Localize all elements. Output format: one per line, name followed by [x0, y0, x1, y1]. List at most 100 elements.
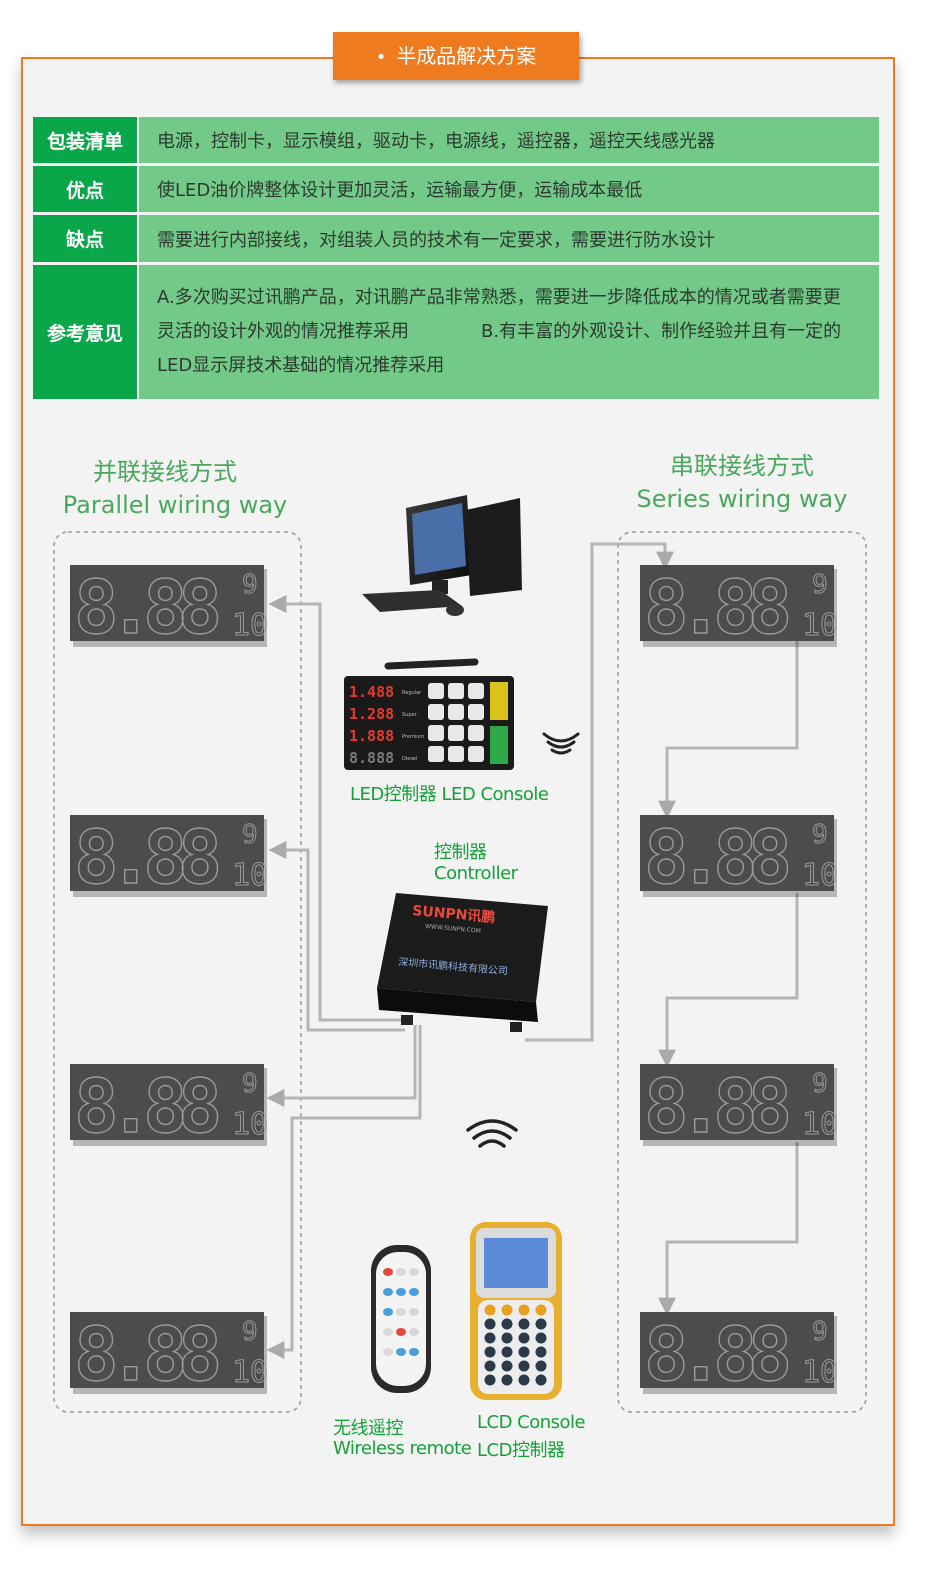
table-row: 缺点 需要进行内部接线，对组装人员的技术有一定要求，需要进行防水设计 [33, 215, 879, 262]
bullet-icon: • [375, 47, 387, 68]
controller-url: WWW.SUNPN.COM [425, 923, 481, 935]
row-label: 优点 [33, 166, 137, 212]
lcd-key [535, 1304, 547, 1316]
module-fraction-top: 9 [812, 570, 828, 600]
lcd-key [501, 1318, 513, 1330]
parallel-wires [266, 595, 422, 1359]
parallel-heading: 并联接线方式 Parallel wiring way [55, 452, 295, 519]
module-fraction-top: 9 [812, 820, 828, 850]
console-row-label: Super [402, 712, 418, 718]
lcd-key [484, 1332, 496, 1344]
remote-key [383, 1288, 393, 1296]
lcd-key [501, 1346, 513, 1358]
led-console-icon: 1.488 1.288 1.888 8.888 Regular Super Pr… [344, 658, 514, 770]
console-key [468, 725, 484, 741]
lcd-key [484, 1374, 496, 1386]
module-fraction-bottom: 10 [232, 858, 268, 893]
lcd-key [501, 1332, 513, 1344]
lcd-key [535, 1346, 547, 1358]
row-value: 需要进行内部接线，对组装人员的技术有一定要求，需要进行防水设计 [139, 215, 879, 262]
console-key [448, 746, 464, 762]
lcd-key [501, 1304, 513, 1316]
module-digits: 8.88 [74, 815, 218, 901]
lcd-label-zh: LCD控制器 [477, 1440, 565, 1461]
row-label: 参考意见 [33, 265, 137, 399]
row-value: 电源，控制卡，显示模组，驱动卡，电源线，遥控器，遥控天线感光器 [139, 117, 879, 163]
module-fraction-bottom: 10 [232, 1107, 268, 1142]
console-key [448, 725, 464, 741]
console-key [428, 704, 444, 720]
display-module: 8.88 9 10 [70, 814, 269, 902]
console-digit: 1.288 [349, 705, 394, 723]
lcd-key [501, 1360, 513, 1372]
module-fraction-bottom: 10 [802, 1355, 838, 1390]
console-key [468, 746, 484, 762]
remote-key [409, 1348, 419, 1356]
lcd-console-icon [470, 1222, 562, 1400]
computer-icon [362, 495, 522, 616]
remote-key [409, 1268, 419, 1276]
lcd-label-en: LCD Console [477, 1412, 586, 1433]
row-value: 使LED油价牌整体设计更加灵活，运输最方便，运输成本最低 [139, 166, 879, 212]
console-key [428, 725, 444, 741]
row-value: A.多次购买过讯鹏产品，对讯鹏产品非常熟悉，需要进一步降低成本的情况或者需要更灵… [139, 265, 879, 399]
section-banner: • 半成品解决方案 [333, 32, 579, 80]
module-fraction-bottom: 10 [232, 1355, 268, 1390]
module-digits: 8.88 [74, 1312, 218, 1398]
lcd-key [518, 1374, 530, 1386]
console-row-label: Diesel [402, 756, 417, 762]
table-row: 参考意见 A.多次购买过讯鹏产品，对讯鹏产品非常熟悉，需要进一步降低成本的情况或… [33, 265, 879, 399]
led-console-label: LED控制器 LED Console [350, 784, 549, 805]
lcd-key [518, 1346, 530, 1358]
module-fraction-top: 9 [242, 1317, 258, 1347]
remote-label-zh: 无线遥控 [333, 1418, 404, 1439]
lcd-key [484, 1318, 496, 1330]
console-row-label: Regular [402, 690, 422, 696]
remote-label-en: Wireless remote [333, 1438, 472, 1459]
module-fraction-top: 9 [242, 820, 258, 850]
remote-key [396, 1348, 406, 1356]
table-row: 优点 使LED油价牌整体设计更加灵活，运输最方便，运输成本最低 [33, 166, 879, 212]
module-digits: 8.88 [644, 1312, 788, 1398]
lcd-key [484, 1304, 496, 1316]
console-digit: 1.888 [349, 727, 394, 745]
controller-label-en: Controller [434, 863, 518, 884]
lcd-key [535, 1360, 547, 1372]
console-key [468, 683, 484, 699]
module-fraction-bottom: 10 [802, 608, 838, 643]
row-label: 包装清单 [33, 117, 137, 163]
module-fraction-top: 9 [812, 1317, 828, 1347]
banner-title: 半成品解决方案 [396, 44, 537, 68]
lcd-key [518, 1332, 530, 1344]
module-fraction-top: 9 [242, 1069, 258, 1099]
lcd-key [518, 1360, 530, 1372]
remote-key [409, 1288, 419, 1296]
module-fraction-bottom: 10 [232, 608, 268, 643]
remote-key [396, 1308, 406, 1316]
lcd-key [535, 1374, 547, 1386]
module-fraction-bottom: 10 [802, 858, 838, 893]
remote-key [396, 1268, 406, 1276]
remote-key [409, 1308, 419, 1316]
lcd-key [484, 1360, 496, 1372]
controller-icon: SUNPN讯鹏 WWW.SUNPN.COM 深圳市讯鹏科技有限公司 [377, 893, 548, 1032]
remote-key [396, 1288, 406, 1296]
display-module: 8.88 9 10 [640, 564, 839, 652]
controller-label-zh: 控制器 [434, 842, 487, 863]
table-row: 包装清单 电源，控制卡，显示模组，驱动卡，电源线，遥控器，遥控天线感光器 [33, 117, 879, 163]
remote-key [409, 1328, 419, 1336]
remote-icon [371, 1245, 431, 1393]
module-digits: 8.88 [644, 565, 788, 651]
module-digits: 8.88 [644, 1064, 788, 1150]
module-fraction-bottom: 10 [802, 1107, 838, 1142]
lcd-key [484, 1346, 496, 1358]
remote-key [383, 1328, 393, 1336]
module-digits: 8.88 [74, 565, 218, 651]
console-key [428, 683, 444, 699]
series-group-box [617, 531, 867, 1413]
